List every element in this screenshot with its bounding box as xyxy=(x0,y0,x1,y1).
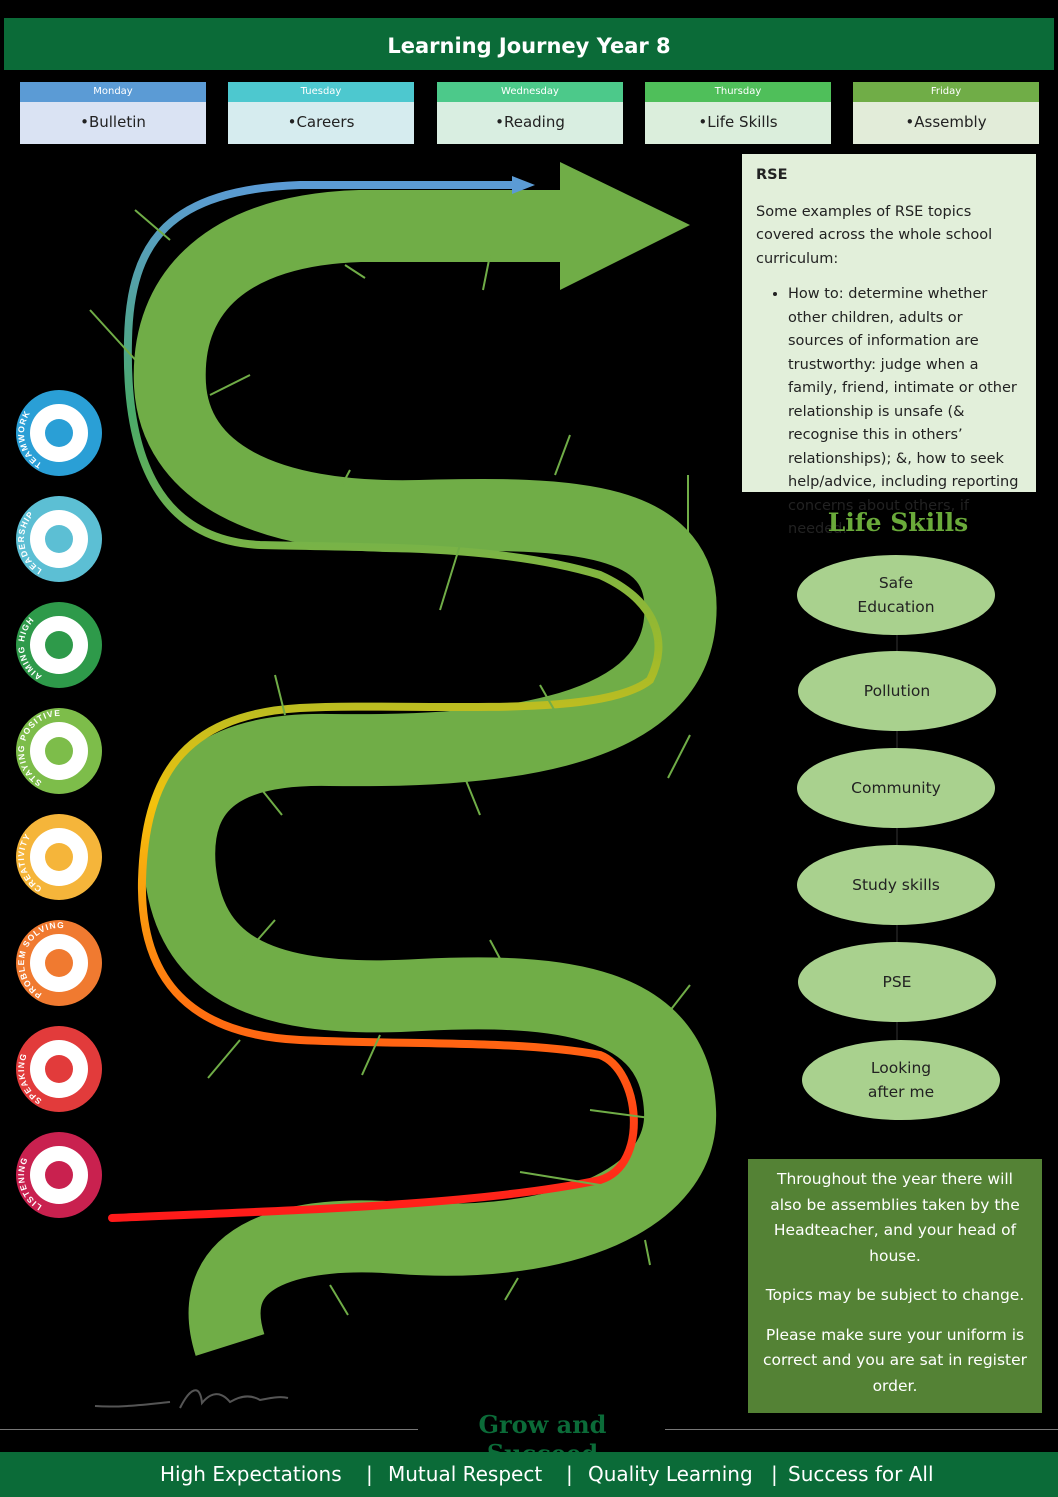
day-card-wednesday: Wednesday•Reading xyxy=(437,82,623,144)
footer-rule-left xyxy=(0,1429,418,1430)
value-success-for-all: Success for All xyxy=(788,1462,934,1486)
day-activity: •Bulletin xyxy=(20,102,206,144)
day-name: Friday xyxy=(853,82,1039,102)
day-name: Monday xyxy=(20,82,206,102)
life-skill-topic: Community xyxy=(797,748,995,828)
milestone-arrows xyxy=(89,209,691,1316)
sound-waves-icon xyxy=(30,1146,88,1204)
oval-connector xyxy=(896,1022,898,1040)
info-text-assemblies: Throughout the year there will also be a… xyxy=(770,1170,1020,1265)
day-card-thursday: Thursday•Life Skills xyxy=(645,82,831,144)
school-values-bar: High Expectations | Mutual Respect | Qua… xyxy=(0,1452,1058,1497)
skill-badge-leadership: LEADERSHIP xyxy=(16,496,102,582)
life-skill-topic: Pollution xyxy=(798,651,996,731)
road-arrow-head xyxy=(560,162,690,290)
life-skill-topic: Safe Education xyxy=(797,555,995,635)
info-box: Throughout the year there will also be a… xyxy=(748,1159,1042,1413)
speech-icon xyxy=(30,1040,88,1098)
life-skills-title: Life Skills xyxy=(827,508,969,537)
day-name: Thursday xyxy=(645,82,831,102)
rse-box: RSE Some examples of RSE topics covered … xyxy=(742,154,1036,537)
info-text-uniform: Please make sure your uniform is correct… xyxy=(762,1325,1028,1395)
skill-badge-creativity: CREATIVITY xyxy=(16,814,102,900)
life-skill-topic: Looking after me xyxy=(802,1040,1000,1120)
value-high-expectations: High Expectations xyxy=(160,1462,342,1486)
day-name: Tuesday xyxy=(228,82,414,102)
value-quality-learning: Quality Learning xyxy=(588,1462,753,1486)
day-activity: •Careers xyxy=(228,102,414,144)
day-activity: •Reading xyxy=(437,102,623,144)
oval-connector xyxy=(896,635,898,651)
value-separator: | xyxy=(366,1462,373,1486)
skill-badge-speaking: SPEAKING xyxy=(16,1026,102,1112)
oval-connector xyxy=(896,731,898,748)
value-separator: | xyxy=(566,1462,573,1486)
lightbulb-icon xyxy=(30,828,88,886)
shooting-star-icon xyxy=(30,510,88,568)
sprout-icon xyxy=(30,722,88,780)
page-title: Learning Journey Year 8 xyxy=(4,18,1054,70)
rse-bullet: How to: determine whether other children… xyxy=(788,283,1022,542)
rse-intro: Some examples of RSE topics covered acro… xyxy=(756,203,993,267)
network-icon xyxy=(30,404,88,462)
skill-badge-staying-positive: STAYING POSITIVE xyxy=(16,708,102,794)
signature-icon xyxy=(94,1389,289,1409)
footer-rule-right xyxy=(665,1429,1058,1430)
life-skill-topic: Study skills xyxy=(797,845,995,925)
oval-connector xyxy=(896,925,898,942)
skill-badge-problem-solving: PROBLEM SOLVING xyxy=(16,920,102,1006)
skill-badge-listening: LISTENING xyxy=(16,1132,102,1218)
rse-title: RSE xyxy=(756,167,788,183)
skill-badge-aiming-high: AIMING HIGH xyxy=(16,602,102,688)
life-skill-topic: PSE xyxy=(798,942,996,1022)
day-activity: •Assembly xyxy=(853,102,1039,144)
day-activity: •Life Skills xyxy=(645,102,831,144)
day-card-monday: Monday•Bulletin xyxy=(20,82,206,144)
road xyxy=(133,190,717,1356)
puzzle-icon xyxy=(30,934,88,992)
skill-badge-teamwork: TEAMWORK xyxy=(16,390,102,476)
oval-connector xyxy=(896,828,898,845)
day-card-friday: Friday•Assembly xyxy=(853,82,1039,144)
day-card-tuesday: Tuesday•Careers xyxy=(228,82,414,144)
info-text-topics: Topics may be subject to change. xyxy=(765,1286,1025,1304)
value-mutual-respect: Mutual Respect xyxy=(388,1462,543,1486)
day-name: Wednesday xyxy=(437,82,623,102)
target-icon xyxy=(30,616,88,674)
trail-arrow-head xyxy=(512,176,535,194)
value-separator: | xyxy=(771,1462,778,1486)
